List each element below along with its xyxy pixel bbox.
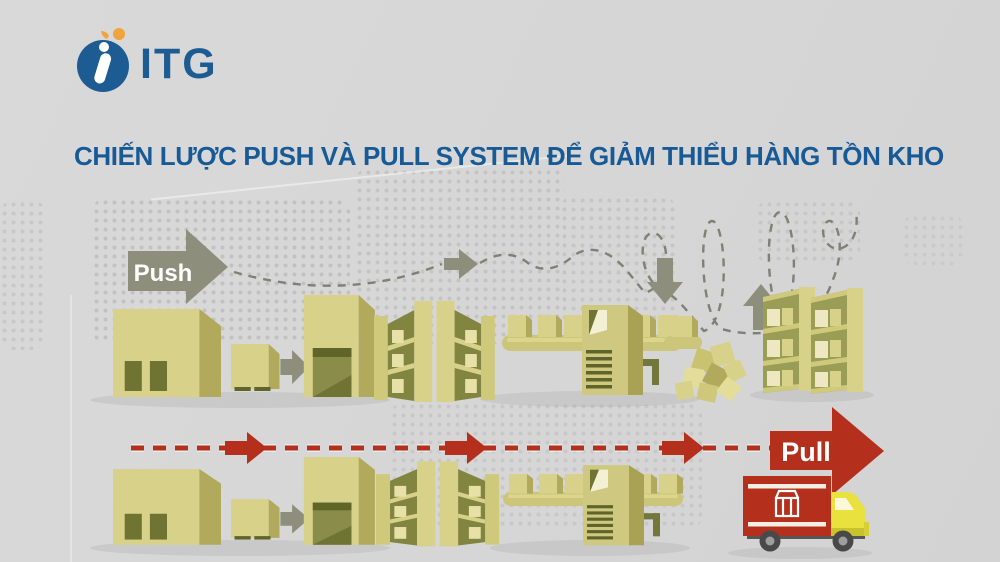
logo-orange-spark [101, 31, 109, 39]
warehouse-shelves-push-icon [374, 301, 495, 402]
factory-buildings-push-icon [113, 295, 375, 397]
page-title: CHIẾN LƯỢC PUSH VÀ PULL SYSTEM ĐỂ GIẢM T… [74, 141, 944, 172]
background-highlight-line [70, 295, 72, 562]
push-flow-dashed-path [233, 262, 443, 287]
conveyor-factory-push-icon [502, 305, 682, 395]
push-flow-tangled-path [479, 210, 858, 335]
push-label: Push [134, 260, 193, 287]
pull-flow-arrow-icon [662, 432, 704, 464]
logo-i-dot [99, 42, 109, 52]
ground-shadow [480, 391, 700, 407]
ground-shadow [750, 388, 874, 402]
storage-rack-icon [763, 287, 815, 393]
warehouse-shelves-pull-icon [376, 462, 499, 547]
pull-flow-arrow-icon [445, 432, 487, 464]
itg-logo-mark-icon [77, 28, 129, 92]
background-dot-pattern [902, 214, 964, 266]
logo-orange-dot [113, 28, 125, 40]
factory-buildings-pull-icon [113, 457, 375, 545]
logo-i-stroke [94, 53, 112, 84]
pull-label: Pull [781, 437, 831, 467]
pull-arrow-icon [770, 407, 884, 495]
itg-logo: ITG [70, 25, 218, 103]
flow-arrow-right-icon [444, 249, 478, 279]
scattered-boxes-icon [664, 316, 747, 403]
ground-shadow [728, 547, 872, 559]
conveyor-factory-pull-icon [503, 465, 683, 545]
background-dot-pattern [0, 200, 46, 350]
delivery-truck-icon [741, 474, 871, 553]
pull-flow-arrow-icon [225, 432, 267, 464]
storage-rack-icon [811, 288, 863, 394]
push-arrow-icon [128, 229, 228, 304]
logo-company-name: ITG [140, 39, 218, 88]
background-dot-pattern [756, 200, 860, 264]
